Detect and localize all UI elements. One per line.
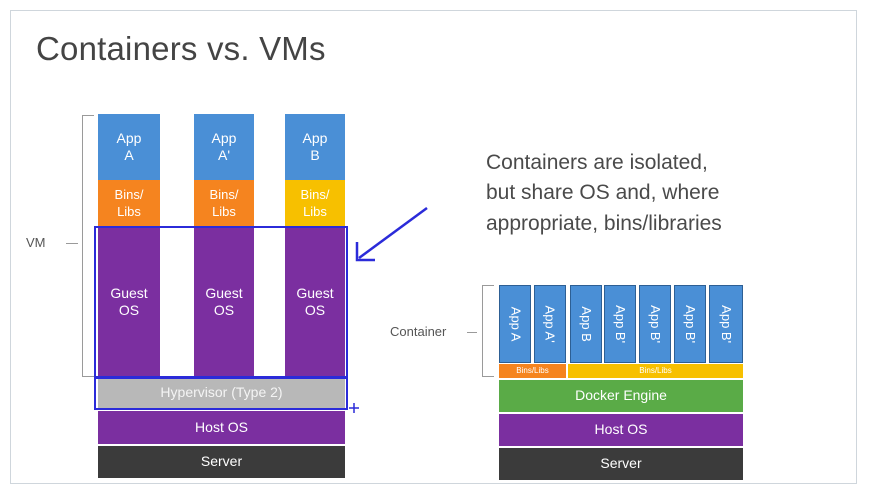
container-app-b-prime-4: App B' — [709, 285, 743, 363]
container-label-tick — [467, 332, 477, 333]
vm-guest-os-2: Guest OS — [194, 227, 254, 377]
vm-app-a: App A — [98, 114, 160, 180]
annotation-box-guest-os — [94, 226, 348, 378]
slide-title: Containers vs. VMs — [36, 30, 326, 67]
annotation-box-hypervisor — [94, 377, 348, 410]
container-bracket-bottom — [482, 376, 494, 377]
vm-bracket-top — [82, 115, 94, 116]
container-bins-libs-2: Bins/Libs — [568, 364, 743, 378]
container-docker-engine: Docker Engine — [499, 380, 743, 412]
vm-server: Server — [98, 446, 345, 478]
container-bracket — [482, 285, 483, 377]
vm-app-b: App B — [285, 114, 345, 180]
vm-bins-libs-1: Bins/ Libs — [98, 180, 160, 227]
container-host-os: Host OS — [499, 414, 743, 446]
vm-guest-os-1: Guest OS — [98, 227, 160, 377]
vm-label-tick — [66, 243, 78, 244]
annotation-arrow-icon — [355, 206, 428, 262]
container-app-b: App B — [570, 285, 602, 363]
vm-hypervisor: Hypervisor (Type 2) — [98, 378, 345, 408]
description-line-1: Containers are isolated, — [486, 151, 708, 174]
container-app-a: App A — [499, 285, 531, 363]
container-app-b-prime-2: App B' — [639, 285, 671, 363]
container-app-b-prime-1: App B' — [604, 285, 636, 363]
container-server: Server — [499, 448, 743, 480]
vm-bins-libs-3: Bins/ Libs — [285, 180, 345, 227]
vm-app-a-prime: App A' — [194, 114, 254, 180]
description-line-2: but share OS and, where — [486, 181, 720, 205]
vm-host-os: Host OS — [98, 411, 345, 444]
container-bracket-top — [482, 285, 494, 286]
vm-bins-libs-2: Bins/ Libs — [194, 180, 254, 227]
vm-bracket-bottom — [82, 376, 94, 377]
container-app-a-prime: App A' — [534, 285, 566, 363]
description-text: Containers are isolated, but share OS an… — [486, 148, 722, 239]
container-label: Container — [390, 324, 447, 339]
vm-guest-os-3: Guest OS — [285, 227, 345, 377]
container-app-b-prime-3: App B' — [674, 285, 706, 363]
vm-bracket — [82, 115, 83, 377]
cursor-crosshair-icon — [349, 403, 359, 413]
container-bins-libs-1: Bins/Libs — [499, 364, 566, 378]
vm-label: VM — [26, 235, 46, 250]
description-line-3: appropriate, bins/libraries — [486, 211, 722, 235]
